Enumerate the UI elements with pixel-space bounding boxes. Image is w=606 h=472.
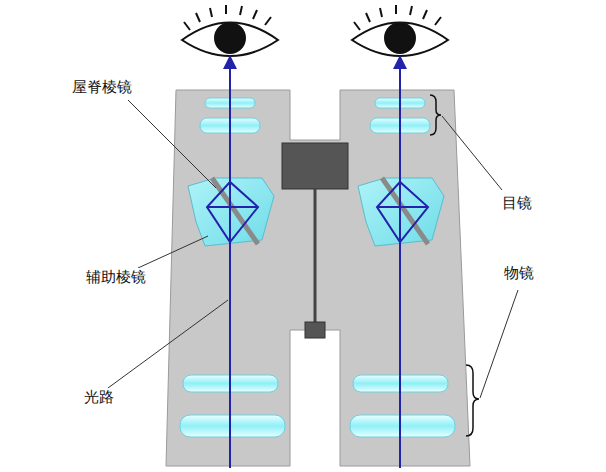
part-label: 辅助棱镜 — [84, 268, 148, 286]
part-label: 屋脊棱镜 — [70, 78, 134, 96]
part-label: 光路 — [82, 388, 116, 406]
prism-divider — [212, 178, 428, 244]
bracket — [430, 95, 479, 436]
light-path — [207, 62, 428, 468]
eye — [182, 5, 448, 56]
binocular-body — [166, 90, 470, 466]
lens — [180, 98, 455, 437]
part-label: 目镜 — [500, 194, 534, 212]
prism — [188, 178, 444, 246]
focus-knob — [282, 143, 348, 338]
part-label: 物镜 — [502, 264, 536, 282]
leader-line — [108, 100, 518, 398]
